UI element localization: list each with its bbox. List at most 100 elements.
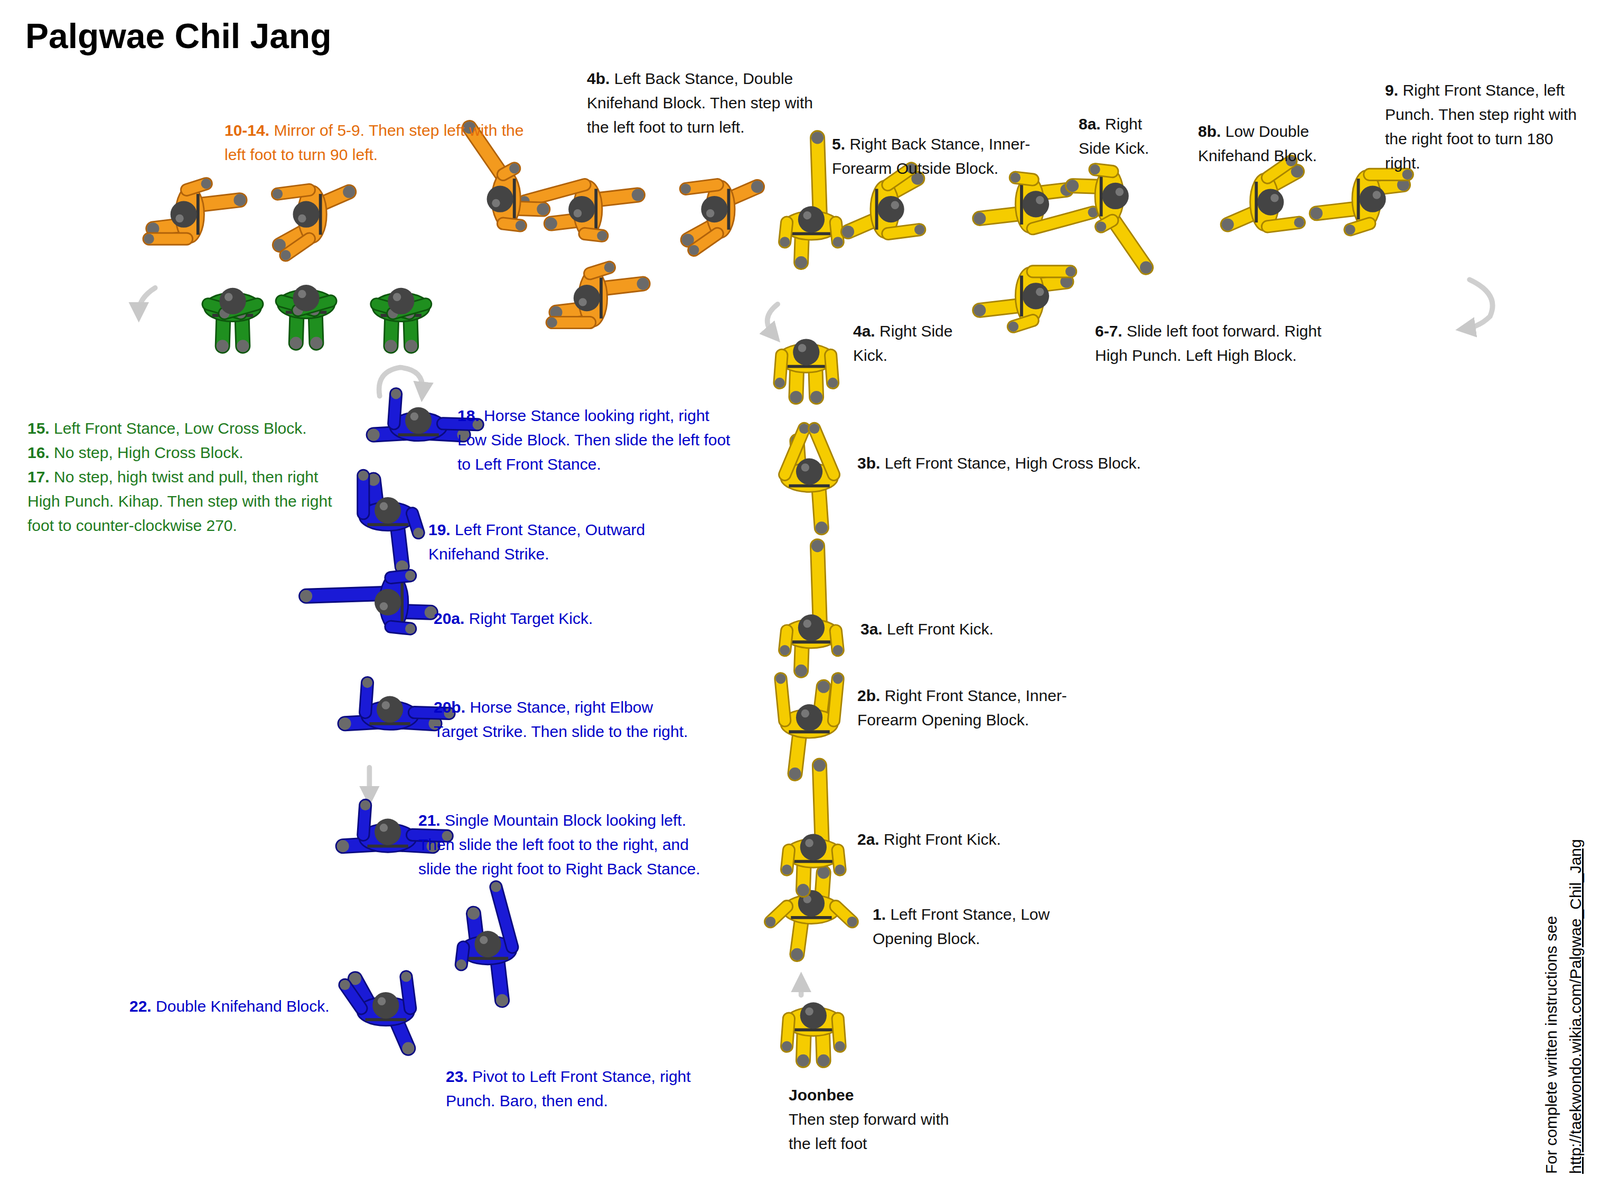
hand (834, 1041, 845, 1052)
figure (765, 866, 858, 961)
foot (384, 339, 397, 352)
figure (300, 570, 437, 634)
step-label: 15. Left Front Stance, Low Cross Block.1… (27, 416, 355, 538)
arm-outline (356, 475, 370, 513)
label-row: 4a. Right Side Kick. (853, 319, 959, 368)
head (170, 201, 198, 228)
head (292, 201, 320, 228)
foot (536, 202, 549, 215)
hand (1096, 221, 1107, 232)
step-number: 18. (457, 406, 480, 425)
step-label: 6-7. Slide left foot forward. Right High… (1095, 319, 1349, 368)
arm (551, 317, 590, 328)
foot (797, 1054, 810, 1067)
label-row: 21. Single Mountain Block looking left. … (418, 808, 723, 882)
head (219, 287, 246, 315)
figure (1066, 164, 1153, 274)
step-label: JoonbeeThen step forward with the left f… (788, 1082, 958, 1156)
label-row: 8b. Low Double Knifehand Block. (1198, 119, 1357, 168)
step-number: 3b. (857, 454, 881, 472)
turn-arrow (1465, 279, 1493, 329)
hand (604, 262, 615, 273)
head-shine (1035, 287, 1044, 296)
figure (358, 470, 424, 573)
figure (973, 266, 1076, 332)
label-row: 15. Left Front Stance, Low Cross Block. (27, 416, 355, 441)
hand (456, 959, 467, 970)
step-text: Right Target Kick. (469, 609, 594, 628)
head-shine (798, 343, 807, 352)
head (474, 930, 501, 958)
step-number: 20b. (433, 698, 466, 716)
head (374, 818, 401, 845)
step-label: 9. Right Front Stance, left Punch. Then … (1385, 78, 1592, 176)
figure (1310, 169, 1413, 236)
head-shine (297, 289, 306, 298)
step-text: Right Back Stance, Inner-Forearm Outside… (831, 135, 1031, 177)
foot (236, 339, 249, 352)
reference-text: For complete written instructions see (1542, 915, 1560, 1174)
step-number: 1. (872, 905, 886, 923)
head-shine (379, 502, 388, 511)
foot (813, 759, 826, 772)
head (1022, 190, 1050, 218)
foot (789, 390, 802, 404)
foot (817, 1054, 830, 1067)
head (800, 1002, 827, 1029)
step-text: Right Front Stance, left Punch. Then ste… (1385, 81, 1577, 172)
head-shine (1372, 190, 1381, 199)
head (374, 497, 401, 524)
step-number: 23. (445, 1067, 469, 1085)
foot (310, 337, 323, 350)
figure (519, 180, 644, 241)
step-text: Left Front Kick. (886, 620, 994, 638)
foot (233, 193, 246, 207)
step-label: 8a. Right Side Kick. (1078, 111, 1174, 161)
head (798, 614, 825, 641)
hand (1008, 321, 1019, 332)
step-number: 8a. (1078, 115, 1101, 133)
move-arrow (798, 981, 804, 996)
step-label: 22. Double Knifehand Block. (129, 994, 394, 1019)
step-number: 15. (27, 419, 50, 437)
foot (367, 428, 380, 441)
label-row: 17. No step, high twist and pull, then r… (27, 464, 355, 538)
head (1102, 182, 1129, 210)
head-shine (578, 297, 587, 306)
step-text: Left Front Stance, Low Opening Block. (872, 905, 1050, 948)
head-shine (297, 214, 306, 223)
hand (774, 377, 785, 388)
foot (1139, 261, 1153, 274)
step-number: Joonbee (788, 1086, 854, 1104)
label-row: 20b. Horse Stance, right Elbow Target St… (433, 695, 698, 744)
figure (339, 971, 415, 1054)
step-text: Horse Stance, right Elbow Target Strike.… (433, 698, 688, 741)
head (374, 588, 401, 616)
foot (811, 131, 824, 144)
step-label: 20a. Right Target Kick. (433, 606, 698, 631)
head-shine (491, 199, 500, 208)
head-shine (802, 619, 811, 628)
head-shine (224, 292, 233, 301)
hand (1294, 217, 1305, 228)
head (700, 195, 728, 223)
step-text: Right Front Kick. (883, 830, 1001, 848)
reference-link: http://taekwondo.wikia.com/Palgwae_Chil_… (1566, 838, 1585, 1174)
step-text: No step, high twist and pull, then right… (27, 468, 332, 535)
reference-note: For complete written instructions see htt… (1539, 836, 1588, 1174)
hand (280, 249, 291, 260)
label-row: 19. Left Front Stance, Outward Knifehand… (428, 517, 704, 567)
head (1022, 282, 1050, 310)
figure (547, 262, 650, 329)
step-number: 2b. (857, 686, 881, 705)
foot (817, 680, 830, 694)
hand (400, 971, 411, 982)
label-row: 3a. Left Front Kick. (860, 616, 1072, 642)
arm-outline (833, 678, 838, 721)
label-row: Joonbee (788, 1082, 958, 1108)
hand (362, 677, 373, 688)
foot (631, 188, 644, 201)
hand (390, 388, 401, 399)
head-shine (801, 463, 810, 472)
foot (751, 180, 764, 193)
